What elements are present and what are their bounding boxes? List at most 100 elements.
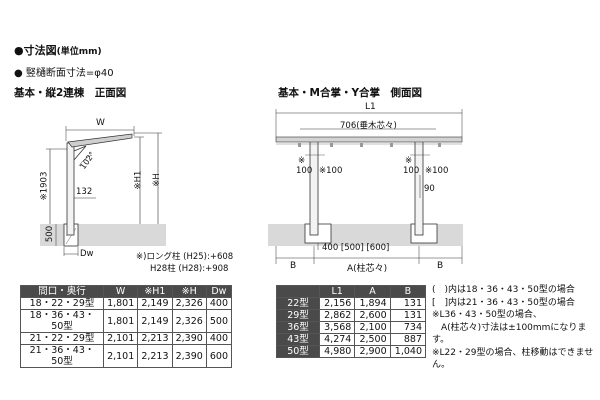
- table-cell: 2,862: [318, 309, 356, 322]
- table-cell: 887: [389, 333, 427, 346]
- table-cell: 734: [389, 321, 427, 334]
- side-view-drawing: [268, 109, 463, 264]
- front-view-drawing: [40, 126, 166, 256]
- table-cell: 21・36・43・50型: [20, 344, 104, 368]
- table-row: 22型 2,156 1,894 131: [276, 297, 427, 310]
- table-cell: 29型: [276, 309, 320, 322]
- side-spec-table: L1 A B 22型 2,156 1,894 131 29型 2,862 2,6…: [276, 285, 427, 358]
- label-right-100-note: ※100: [425, 166, 449, 176]
- table-cell: 2,390: [171, 344, 207, 368]
- label-b-right: B: [437, 261, 444, 271]
- label-a-center: A(柱芯々): [347, 264, 388, 274]
- table-cell: 2,100: [354, 321, 391, 334]
- table-header-row: L1 A B: [276, 285, 427, 298]
- note-line: A(柱芯々)寸法は±100mmになります。: [432, 322, 587, 346]
- table-cell: 131: [389, 309, 427, 322]
- table-cell: 2,900: [354, 345, 391, 358]
- long-post-note-2: H28柱 (H28):+908: [150, 264, 229, 274]
- post-section-note: ● 竪樋断面寸法=φ40: [14, 68, 114, 79]
- table-cell: 2,101: [102, 344, 139, 368]
- table-cell: 50型: [276, 345, 320, 358]
- note-line: ( )内は18・36・43・50型の場合: [432, 285, 575, 295]
- table-cell: 1,801: [102, 297, 139, 310]
- label-h: ※H: [151, 173, 162, 187]
- table-cell: 500: [205, 309, 233, 333]
- label-500: 500: [45, 225, 56, 243]
- front-view-heading: 基本・縦2連棟 正面図: [14, 87, 127, 99]
- table-header-cell: B: [389, 285, 427, 298]
- table-cell: 2,500: [354, 333, 391, 346]
- note-line: ※L22・29型の場合、柱移動はできません。: [432, 347, 594, 371]
- table-header-row: 間口・奥行 W ※H1 ※H Dw: [20, 285, 233, 298]
- table-cell: 2,213: [137, 344, 173, 368]
- label-rafter-pitch: 706(垂木芯々): [340, 121, 397, 131]
- table-header-cell: [276, 285, 320, 298]
- table-header-cell: L1: [318, 285, 356, 298]
- table-cell: 18・22・29型: [20, 297, 104, 310]
- table-row: 21・36・43・50型 2,101 2,213 2,390 600: [20, 344, 233, 368]
- long-post-note-1: ※)ロング柱 (H25):+608: [136, 252, 234, 262]
- table-cell: 3,568: [318, 321, 356, 334]
- table-cell: 2,101: [102, 332, 139, 345]
- front-spec-table: 間口・奥行 W ※H1 ※H Dw 18・22・29型 1,801 2,149 …: [20, 285, 233, 368]
- table-header-cell: Dw: [205, 285, 233, 298]
- table-row: 29型 2,862 2,600 131: [276, 309, 427, 322]
- table-cell: 4,274: [318, 333, 356, 346]
- table-row: 50型 4,980 2,900 1,040: [276, 345, 427, 358]
- table-header-cell: ※H: [171, 285, 207, 298]
- table-cell: 2,149: [137, 309, 173, 333]
- label-dw: Dw: [80, 249, 94, 259]
- label-400: 400 [500] [600]: [322, 243, 390, 253]
- front-post: [66, 142, 75, 236]
- table-cell: 1,894: [354, 297, 391, 310]
- note-line: ※L36・43・50型の場合、: [432, 310, 542, 320]
- side-view-heading: 基本・M合掌・Y合掌 側面図: [278, 87, 423, 99]
- note-line: [ ]内は21・36・43・50型の場合: [432, 297, 575, 308]
- table-cell: 2,156: [318, 297, 356, 310]
- label-right-100: 100: [403, 166, 420, 176]
- table-header-cell: A: [354, 285, 391, 298]
- table-cell: 2,213: [137, 332, 173, 345]
- label-right-note-mark: ※: [405, 156, 413, 166]
- table-cell: 2,326: [171, 309, 207, 333]
- label-left-note-mark: ※: [298, 156, 306, 166]
- label-h1: ※H1: [133, 170, 144, 190]
- label-left-100: 100: [296, 166, 313, 176]
- table-row: 18・36・43・50型 1,801 2,149 2,326 500: [20, 309, 233, 333]
- side-beam: [275, 136, 463, 143]
- table-cell: 2,600: [354, 309, 391, 322]
- front-roof: [67, 133, 133, 148]
- table-row: 43型 4,274 2,500 887: [276, 333, 427, 346]
- table-header-cell: ※H1: [137, 285, 173, 298]
- table-header-cell: W: [102, 285, 139, 298]
- table-cell: 2,326: [171, 297, 207, 310]
- table-cell: 1,801: [102, 309, 139, 333]
- label-132: 132: [76, 187, 93, 197]
- table-cell: 36型: [276, 321, 320, 334]
- table-cell: 21・22・29型: [20, 332, 104, 345]
- label-90: 90: [424, 184, 435, 194]
- label-b-left: B: [290, 261, 297, 271]
- table-cell: 2,390: [171, 332, 207, 345]
- table-cell: 131: [389, 297, 427, 310]
- table-row: 36型 3,568 2,100 734: [276, 321, 427, 334]
- table-cell: 4,980: [318, 345, 356, 358]
- table-row: 18・22・29型 1,801 2,149 2,326 400: [20, 297, 233, 310]
- table-cell: 18・36・43・50型: [20, 309, 104, 333]
- table-cell: 43型: [276, 333, 320, 346]
- label-left-100-note: ※100: [319, 166, 343, 176]
- table-cell: 2,149: [137, 297, 173, 310]
- table-cell: 400: [205, 297, 233, 310]
- table-cell: 600: [205, 344, 233, 368]
- table-cell: 22型: [276, 297, 320, 310]
- table-cell: 400: [205, 332, 233, 345]
- label-w: W: [96, 118, 105, 128]
- table-cell: 1,040: [389, 345, 427, 358]
- notes-block: ( )内は18・36・43・50型の場合 [ ]内は21・36・43・50型の場…: [432, 284, 600, 372]
- table-header-cell: 間口・奥行: [20, 285, 104, 298]
- label-1903: ※1903: [39, 171, 50, 201]
- label-l1: L1: [365, 102, 376, 112]
- front-ground: [40, 224, 166, 246]
- table-row: 21・22・29型 2,101 2,213 2,390 400: [20, 332, 233, 345]
